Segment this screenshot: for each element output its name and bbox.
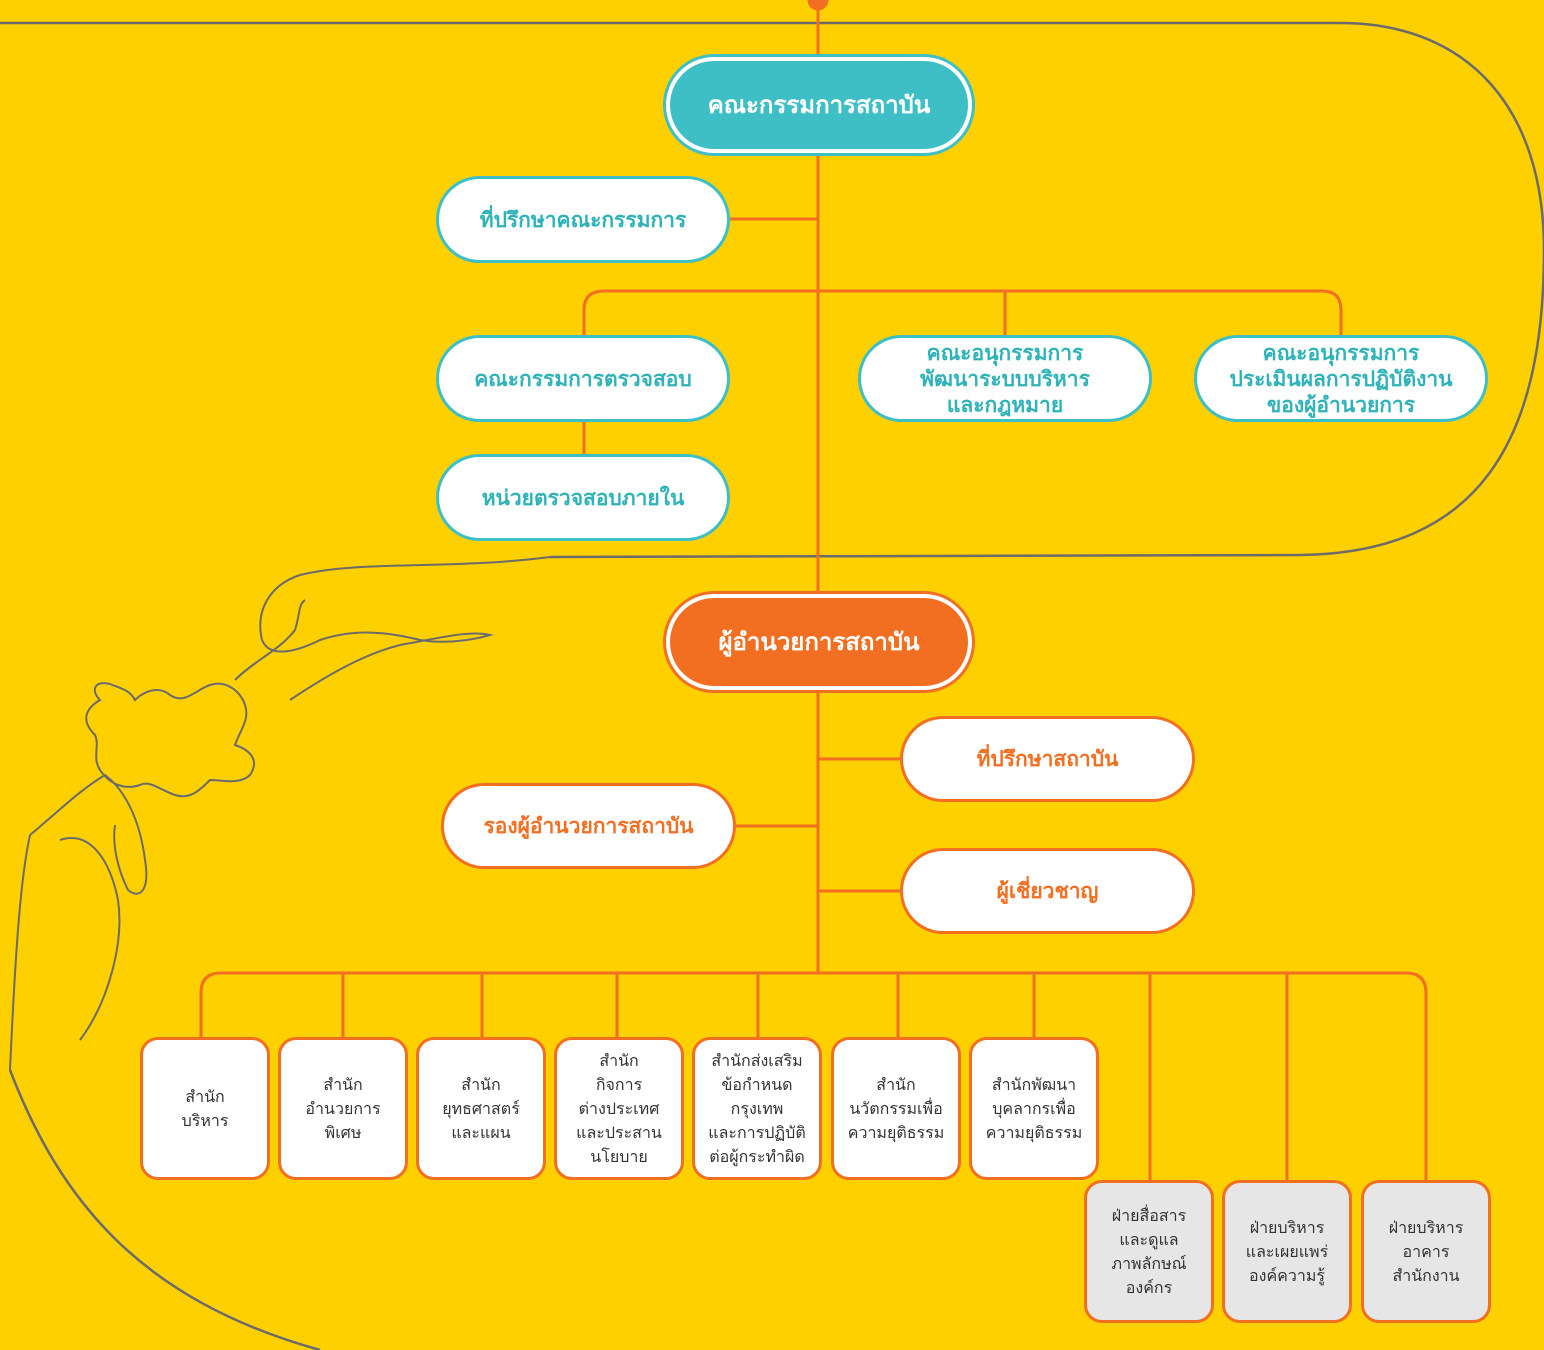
org-connectors: [199, 0, 1428, 1180]
division-node: ฝ่ายบริหาร และเผยแพร่ องค์ความรู้: [1222, 1180, 1352, 1323]
internal-audit-node: หน่วยตรวจสอบภายใน: [436, 454, 730, 541]
board-advisor-node: ที่ปรึกษาคณะกรรมการ: [436, 176, 730, 263]
director-node: ผู้อำนวยการสถาบัน: [666, 594, 972, 690]
expert-node: ผู้เชี่ยวชาญ: [900, 848, 1195, 934]
hand-puzzle-illustration: [9, 556, 551, 1071]
lower-outline-curve: [8, 1069, 321, 1350]
subcommittee-dev-node: คณะอนุกรรมการ พัฒนาระบบบริหาร และกฎหมาย: [858, 335, 1152, 422]
office-node: สำนัก ยุทธศาสตร์ และแผน: [416, 1037, 546, 1180]
division-node: ฝ่ายบริหาร อาคาร สำนักงาน: [1361, 1180, 1491, 1323]
institute-advisor-node: ที่ปรึกษาสถาบัน: [900, 716, 1195, 802]
office-node: สำนัก กิจการ ต่างประเทศ และประสาน นโยบาย: [554, 1037, 684, 1180]
office-node: สำนัก นวัตกรรมเพื่อ ความยุติธรรม: [831, 1037, 961, 1180]
division-node: ฝ่ายสื่อสาร และดูแล ภาพลักษณ์ องค์กร: [1084, 1180, 1214, 1323]
office-node: สำนักพัฒนา บุคลากรเพื่อ ความยุติธรรม: [969, 1037, 1099, 1180]
office-node: สำนักส่งเสริม ข้อกำหนด กรุงเทพ และการปฏิ…: [692, 1037, 822, 1180]
office-node: สำนัก บริหาร: [140, 1037, 270, 1180]
deputy-director-node: รองผู้อำนวยการสถาบัน: [441, 783, 736, 869]
audit-committee-node: คณะกรรมการตรวจสอบ: [436, 335, 730, 422]
board-node: คณะกรรมการสถาบัน: [666, 57, 972, 153]
subcommittee-eval-node: คณะอนุกรรมการ ประเมินผลการปฏิบัติงาน ของ…: [1194, 335, 1488, 422]
office-node: สำนัก อำนวยการ พิเศษ: [278, 1037, 408, 1180]
